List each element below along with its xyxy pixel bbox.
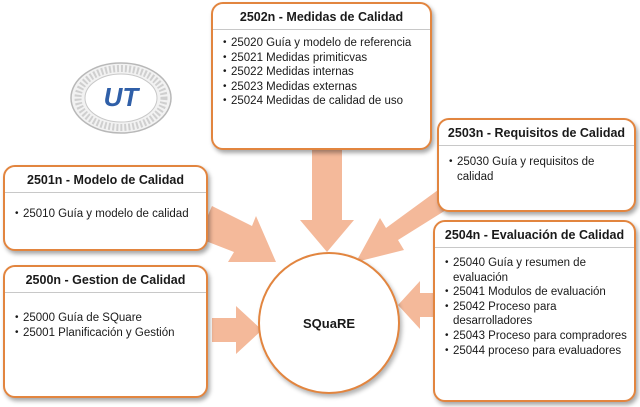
arrow-from-2503: [356, 190, 446, 262]
box-title-2502: 2502n - Medidas de Calidad: [213, 4, 430, 30]
box-2501-modelo-de-calidad: 2501n - Modelo de Calidad 25010 Guía y m…: [3, 165, 208, 251]
box-title-2504: 2504n - Evaluación de Calidad: [435, 222, 634, 248]
list-item: 25030 Guía y requisitos de calidad: [449, 155, 628, 184]
box-title-2501: 2501n - Modelo de Calidad: [5, 167, 206, 193]
box-2500-gestion-de-calidad: 2500n - Gestion de Calidad 25000 Guía de…: [3, 265, 208, 398]
list-item: 25024 Medidas de calidad de uso: [223, 94, 424, 109]
box-list-2500: 25000 Guía de SQuare 25001 Planificación…: [5, 293, 206, 340]
list-item: 25043 Proceso para compradores: [445, 329, 628, 344]
list-item: 25040 Guía y resumen de evaluación: [445, 256, 628, 285]
arrow-from-2500: [212, 306, 262, 354]
box-2504-evaluacion-de-calidad: 2504n - Evaluación de Calidad 25040 Guía…: [433, 220, 636, 402]
list-item: 25044 proceso para evaluadores: [445, 344, 628, 359]
box-2503-requisitos-de-calidad: 2503n - Requisitos de Calidad 25030 Guía…: [437, 118, 636, 212]
box-title-2503: 2503n - Requisitos de Calidad: [439, 120, 634, 146]
list-item: 25010 Guía y modelo de calidad: [15, 207, 200, 222]
box-list-2504: 25040 Guía y resumen de evaluación 25041…: [435, 248, 634, 358]
logo-initials: UT: [104, 82, 141, 112]
arrow-from-2502: [300, 148, 354, 252]
center-label: SQuaRE: [302, 315, 355, 331]
list-item: 25000 Guía de SQuare: [15, 311, 200, 326]
list-item: 25022 Medidas internas: [223, 65, 424, 80]
arrow-from-2504: [398, 281, 440, 329]
box-2502-medidas-de-calidad: 2502n - Medidas de Calidad 25020 Guía y …: [211, 2, 432, 150]
box-list-2503: 25030 Guía y requisitos de calidad: [439, 146, 634, 184]
box-list-2502: 25020 Guía y modelo de referencia 25021 …: [213, 30, 430, 109]
list-item: 25001 Planificación y Gestión: [15, 326, 200, 341]
university-seal-logo: UT: [70, 62, 172, 134]
list-item: 25021 Medidas primiticvas: [223, 51, 424, 66]
arrow-from-2501: [198, 206, 276, 262]
box-list-2501: 25010 Guía y modelo de calidad: [5, 193, 206, 222]
square-center-circle: SQuaRE: [258, 252, 400, 394]
list-item: 25023 Medidas externas: [223, 80, 424, 95]
list-item: 25041 Modulos de evaluación: [445, 285, 628, 300]
list-item: 25020 Guía y modelo de referencia: [223, 36, 424, 51]
box-title-2500: 2500n - Gestion de Calidad: [5, 267, 206, 293]
list-item: 25042 Proceso para desarrolladores: [445, 300, 628, 329]
